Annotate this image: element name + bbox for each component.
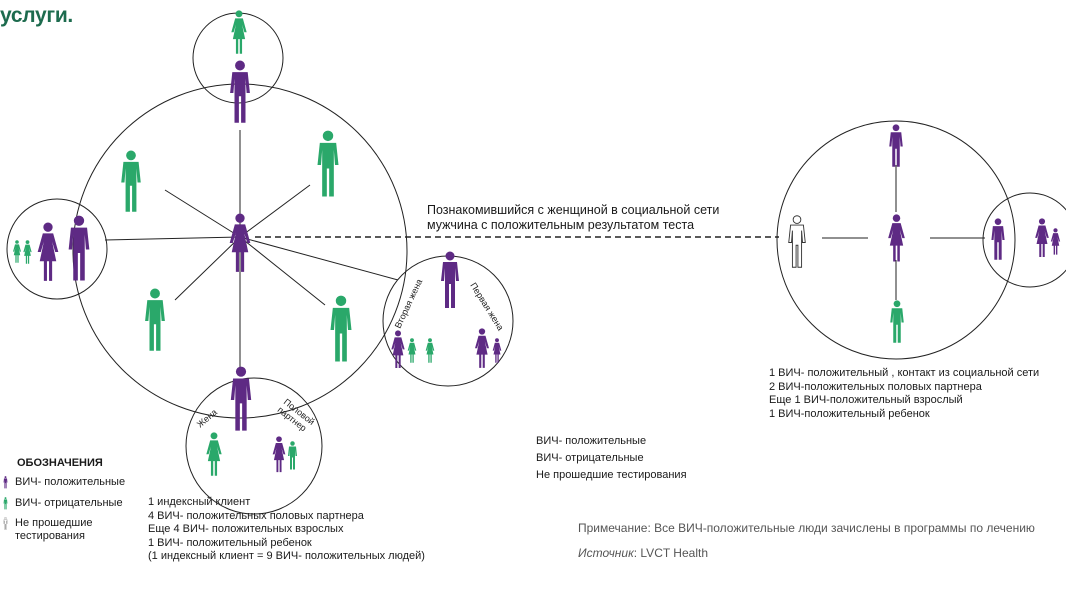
right-family-circle	[982, 192, 1066, 288]
second-wife-label: Вторая жена	[393, 277, 425, 329]
bottom-family-circle	[185, 377, 323, 515]
untested-person-icon	[3, 517, 8, 530]
legend-item-positive: ВИЧ- положительные	[0, 476, 125, 489]
positive-man-icon	[889, 124, 903, 167]
negative-man-icon	[330, 295, 352, 362]
negative-man-icon	[317, 130, 339, 197]
summary-line: (1 индексный клиент = 9 ВИЧ- положительн…	[148, 550, 425, 562]
middle-legend-untested: Не прошедшие тестирования	[536, 469, 687, 481]
negative-person-icon	[3, 497, 8, 510]
positive-woman-icon	[1035, 218, 1049, 257]
middle-legend-negative: ВИЧ- отрицательные	[536, 452, 644, 464]
contact-network-circle	[776, 120, 1016, 360]
source-value: : LVCT Health	[633, 546, 708, 560]
source-label: Источник	[578, 546, 634, 560]
positive-woman-icon	[475, 328, 489, 368]
legend-title: ОБОЗНАЧЕНИЯ	[17, 457, 103, 469]
positive-woman-icon	[37, 222, 59, 281]
contact-summary: 1 ВИЧ- положительный , контакт из социал…	[769, 367, 1066, 421]
positive-woman-icon	[272, 436, 286, 473]
negative-child-icon	[23, 240, 32, 264]
social-contact-callout: Познакомившийся с женщиной в социальной …	[427, 203, 720, 232]
left-family-circle	[6, 198, 108, 300]
negative-child-icon	[288, 441, 297, 470]
source-line: Источник: LVCT Health	[578, 546, 708, 560]
summary-line: Еще 1 ВИЧ-положительный взрослый	[769, 394, 963, 406]
negative-man-icon	[890, 300, 904, 343]
summary-line: 1 ВИЧ- положительный , контакт из социал…	[769, 367, 1040, 379]
positive-person-icon	[3, 476, 8, 489]
positive-man-icon	[68, 215, 90, 281]
summary-line: 2 ВИЧ-положительных половых партнера	[769, 380, 982, 393]
negative-child-icon	[13, 240, 21, 263]
middle-legend-positive: ВИЧ- положительные	[536, 435, 647, 447]
first-wife-label: Первая жена	[468, 281, 505, 333]
positive-child-icon	[1050, 228, 1061, 255]
negative-man-icon	[145, 288, 165, 351]
negative-child-icon	[425, 338, 435, 363]
legend-item-untested: Не прошедшие тестирования	[0, 517, 93, 542]
negative-woman-icon	[206, 432, 222, 476]
page-title: услуги.	[0, 4, 73, 27]
legend-item-negative: ВИЧ- отрицательные	[0, 497, 123, 510]
wife-label: Жена	[195, 407, 219, 430]
positive-man-icon	[991, 218, 1005, 260]
positive-man-icon	[230, 366, 252, 431]
summary-line: 1 ВИЧ- положительный ребенок	[148, 536, 312, 549]
positive-woman-icon	[888, 214, 905, 262]
summary-line: 4 ВИЧ- положительных половых партнера	[148, 509, 364, 522]
positive-child-icon	[492, 338, 502, 363]
positive-man-icon	[230, 60, 250, 123]
positive-man-icon	[441, 251, 459, 308]
untested-man-icon	[788, 215, 806, 268]
negative-child-icon	[231, 10, 247, 54]
summary-line: Еще 4 ВИЧ- положительных взрослых	[148, 523, 344, 535]
summary-line: 1 ВИЧ-положительный ребенок	[769, 407, 930, 420]
negative-child-icon	[407, 338, 417, 363]
negative-man-icon	[121, 150, 141, 212]
summary-line: 1 индексный клиент	[148, 496, 251, 508]
footnote: Примечание: Все ВИЧ-положительные люди з…	[578, 521, 1035, 535]
index-summary: 1 индексный клиент 4 ВИЧ- положительных …	[148, 496, 425, 564]
